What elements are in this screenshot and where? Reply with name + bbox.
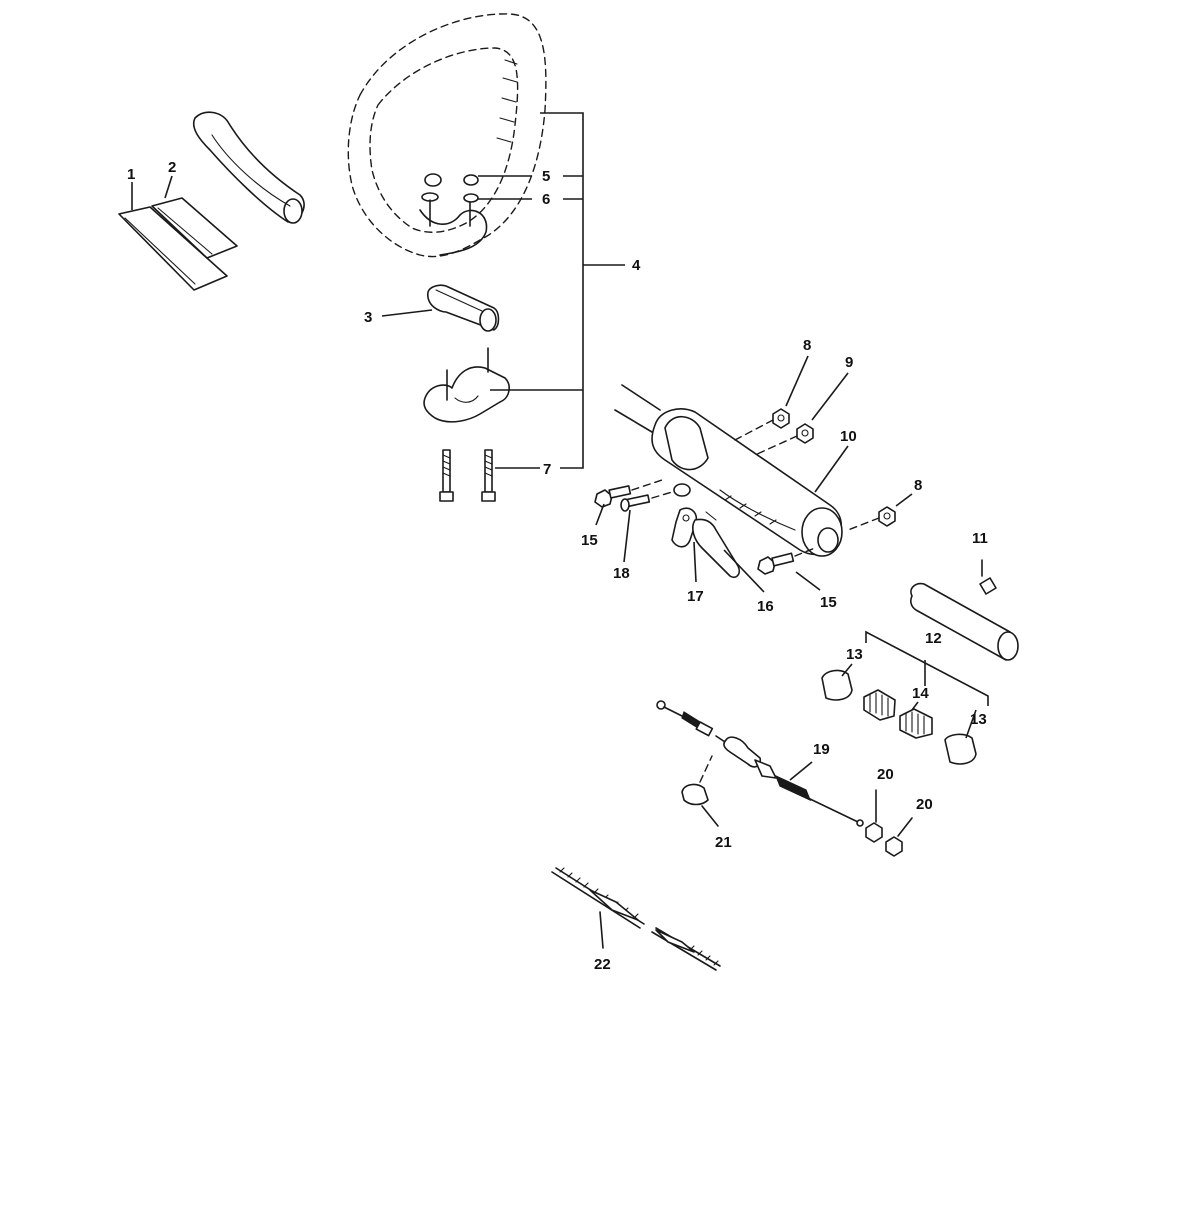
callout-14: 14 <box>912 685 929 702</box>
callout-labels: 1 2 3 4 5 6 7 8 8 9 10 11 12 13 13 14 15… <box>127 159 988 973</box>
loop-handle-assembly <box>347 13 547 258</box>
callout-13-right: 13 <box>970 711 987 728</box>
callout-22: 22 <box>594 956 611 973</box>
callout-17: 17 <box>687 588 704 605</box>
callout-20-left: 20 <box>877 766 894 783</box>
pin-part-18 <box>620 491 673 512</box>
callout-bracket-12 <box>865 630 989 706</box>
callout-21: 21 <box>715 834 732 851</box>
callout-9: 9 <box>845 354 853 371</box>
callout-16: 16 <box>757 598 774 615</box>
nut-part-5 <box>424 173 479 187</box>
callout-3: 3 <box>364 309 372 326</box>
grip-sleeve <box>192 111 305 224</box>
spacer-part-3 <box>427 284 500 332</box>
lockout-lever-part-16 <box>692 511 741 579</box>
callout-20-right: 20 <box>916 796 933 813</box>
spring-part-14 <box>863 689 933 739</box>
callout-2: 2 <box>168 159 176 176</box>
washer-part-9 <box>754 423 814 456</box>
bolt-part-15-right <box>757 547 816 575</box>
callout-bracket-4 <box>478 112 625 469</box>
callout-7: 7 <box>543 461 551 478</box>
drive-shaft-part-22 <box>551 867 721 971</box>
nut-part-8-right <box>847 506 896 531</box>
callout-12: 12 <box>925 630 942 647</box>
callout-4: 4 <box>632 257 641 274</box>
callout-15-left: 15 <box>581 532 598 549</box>
cap-part-13-left <box>821 669 853 701</box>
callout-8-top: 8 <box>803 337 811 354</box>
callout-15-right: 15 <box>820 594 837 611</box>
bolt-part-15-left <box>594 479 663 508</box>
decal-strip-part-2 <box>151 197 238 259</box>
nut-part-8-top <box>734 408 790 441</box>
clip-part-11 <box>979 559 997 595</box>
handle-clamp-bracket <box>423 347 510 423</box>
leader-lines <box>131 175 977 739</box>
callout-6: 6 <box>542 191 550 208</box>
throttle-cable-part-19 <box>656 700 864 827</box>
callout-11: 11 <box>972 530 988 547</box>
screw-part-7 <box>439 449 496 502</box>
grip-part-12 <box>910 582 1019 661</box>
callout-8-right: 8 <box>914 477 922 494</box>
cap-part-13-right <box>944 733 977 765</box>
nut-part-20-left <box>865 789 883 843</box>
washer-part-6 <box>421 192 479 227</box>
callout-1: 1 <box>127 166 135 183</box>
throttle-housing-part-10 <box>614 384 843 557</box>
callout-18: 18 <box>613 565 630 582</box>
callout-5: 5 <box>542 168 550 185</box>
callout-10: 10 <box>840 428 857 445</box>
callout-13-left: 13 <box>846 646 863 663</box>
throttle-trigger-part-17 <box>671 507 698 548</box>
decal-strip-part-1 <box>118 206 228 291</box>
callout-19: 19 <box>813 741 830 758</box>
clip-part-21 <box>681 755 719 827</box>
nut-part-20-right <box>885 817 913 857</box>
